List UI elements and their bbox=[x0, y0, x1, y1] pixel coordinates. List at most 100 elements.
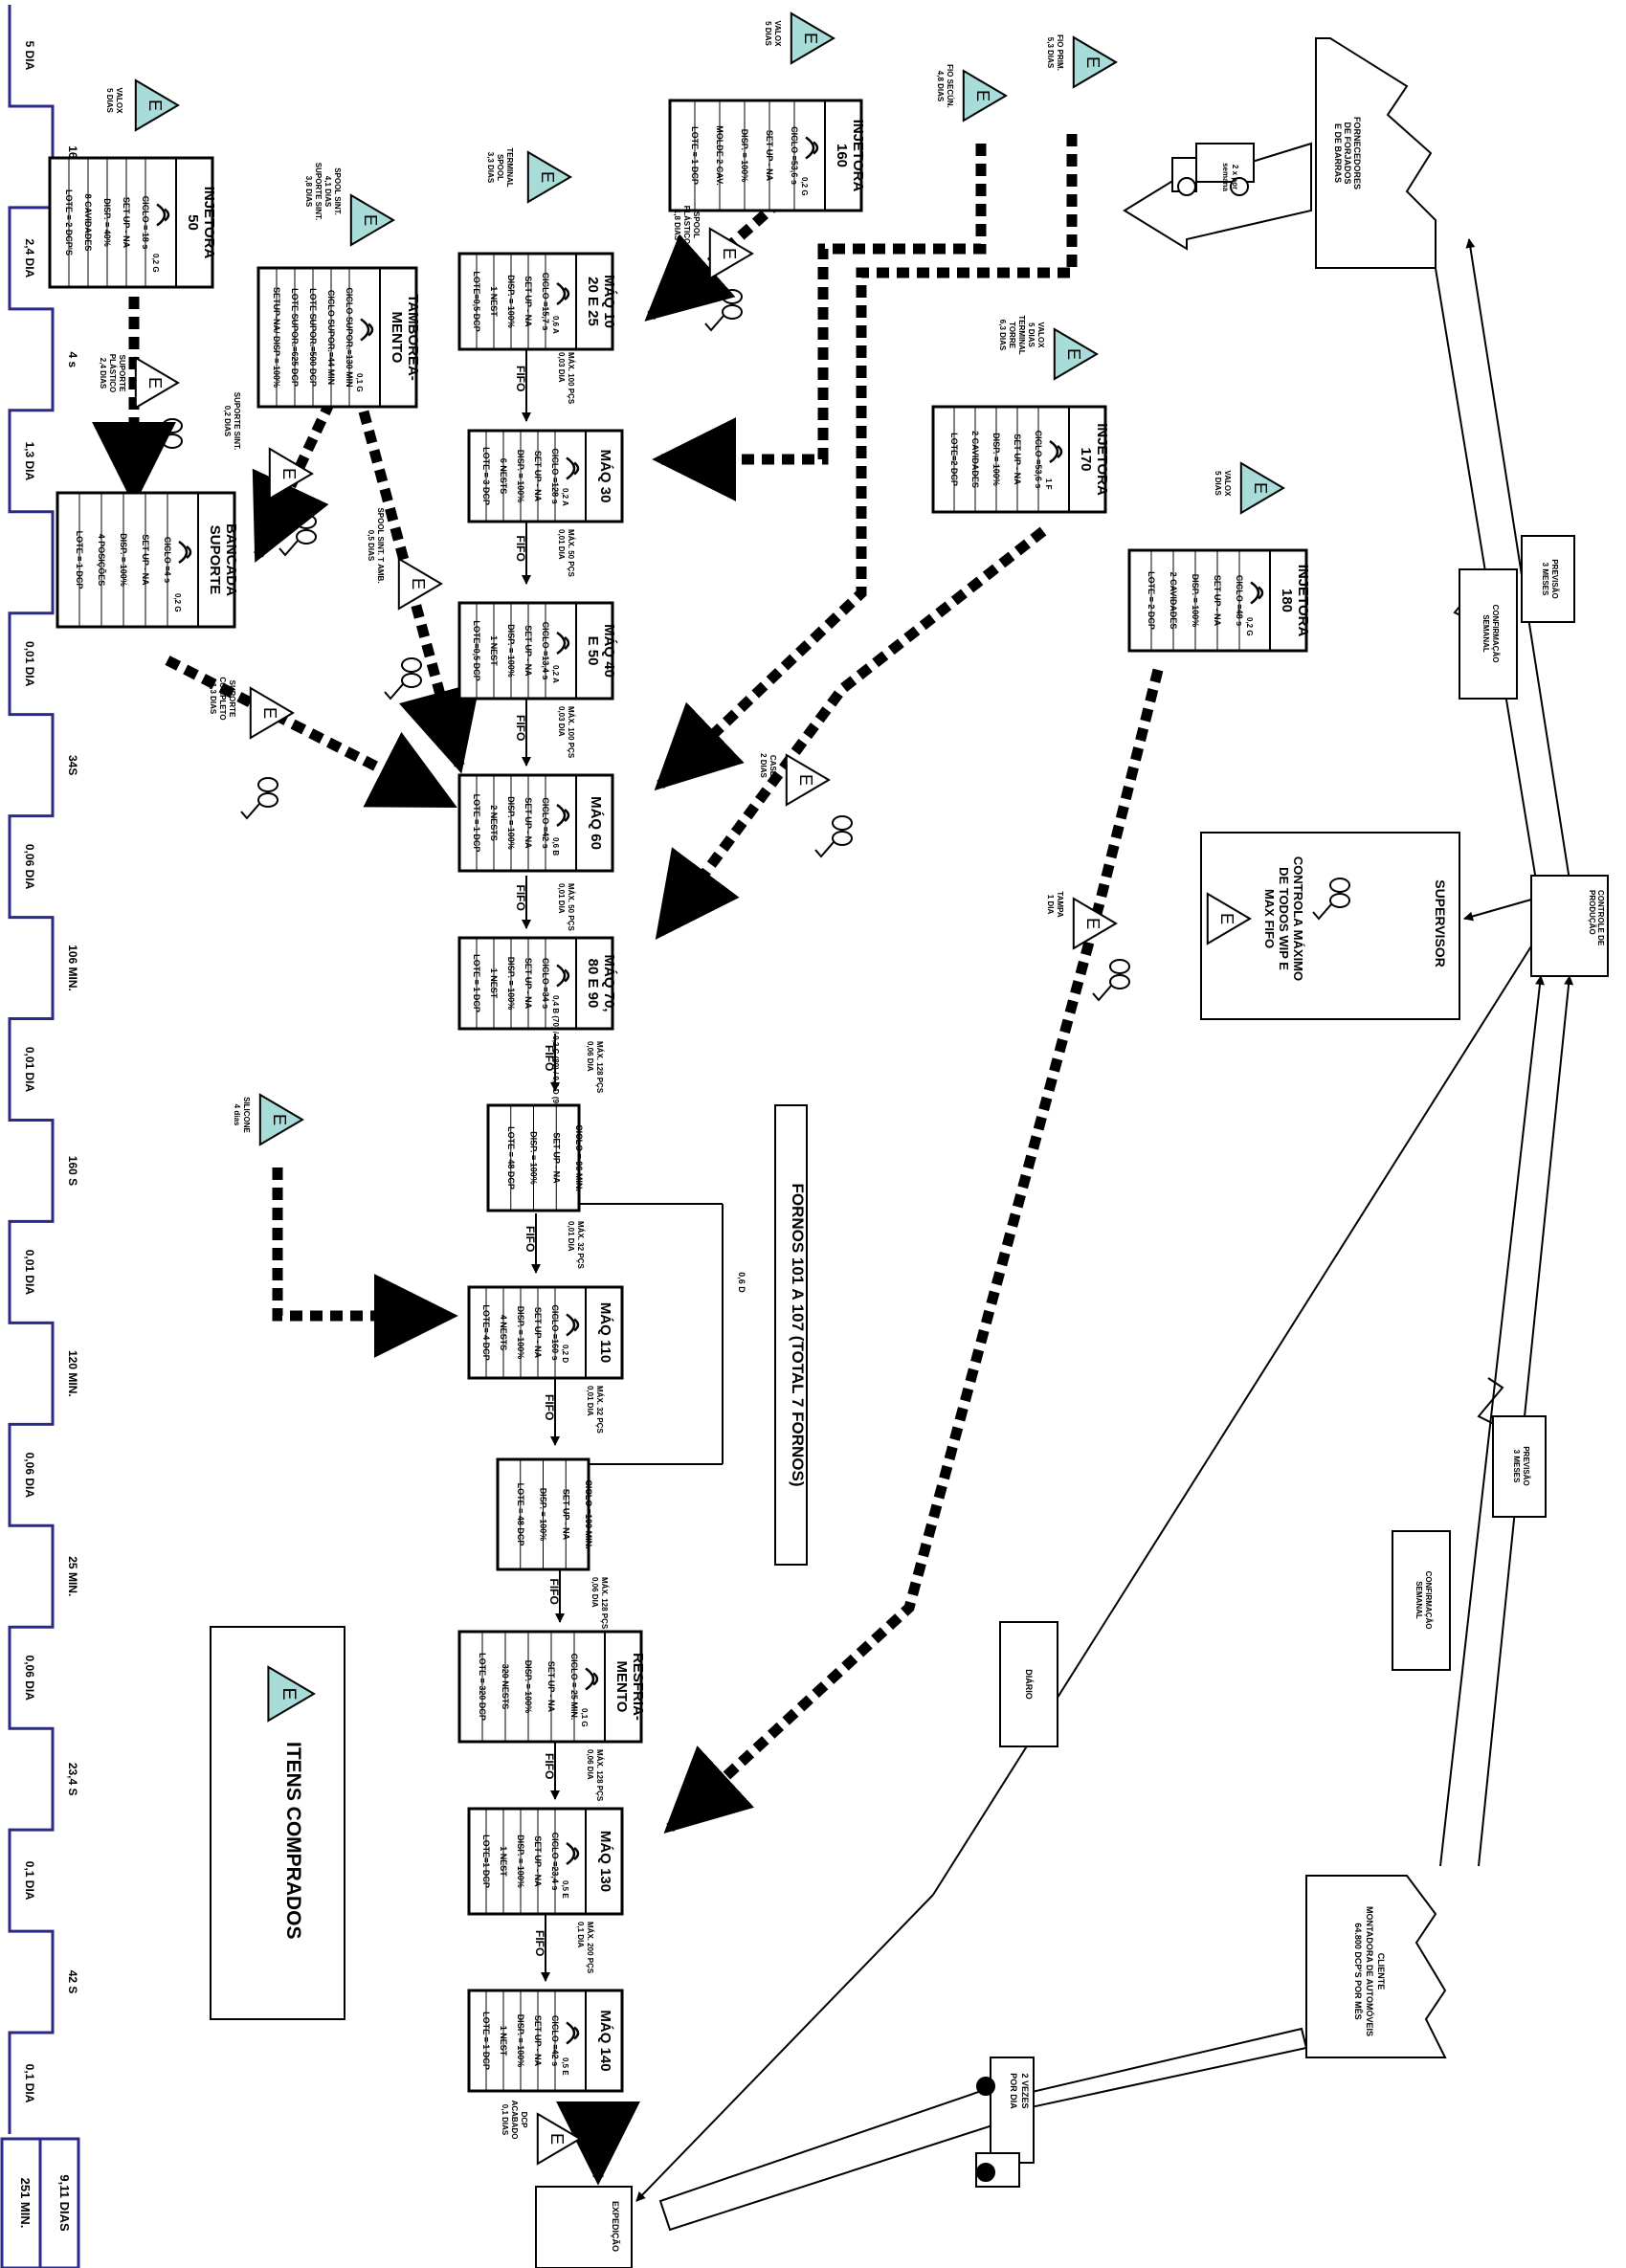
inventory-label: SUPORTE SINT. bbox=[233, 392, 241, 450]
inventory-label: 4,1 DIAS bbox=[323, 176, 332, 208]
process-operator-count: 0,2 D bbox=[561, 1345, 569, 1363]
inventory-label: COMPLETO bbox=[218, 677, 227, 720]
timeline-segment-label: 1,3 DIA bbox=[23, 441, 36, 480]
inventory-letter: E bbox=[1251, 482, 1270, 494]
inventory-label: VALOX bbox=[1223, 471, 1232, 498]
inventory-letter: E bbox=[1083, 56, 1103, 68]
cust-confirm-2: SEMANAL bbox=[1414, 1581, 1423, 1619]
inventory-label: 0,5 DIAS bbox=[367, 530, 375, 562]
inventory-label: 1,3 DIAS bbox=[209, 683, 217, 715]
timeline-segment-label: 0,01 DIA bbox=[23, 1047, 36, 1093]
process-title: 80 E 90 bbox=[585, 959, 601, 1009]
process-title: MENTO bbox=[613, 1661, 630, 1713]
process-f2: CICLO =100 MIN.SET UP - NADISP. = 100%LO… bbox=[498, 1459, 593, 1569]
glasses-temple bbox=[241, 804, 259, 818]
inventory-label: SPOOL bbox=[692, 211, 701, 238]
inventory-letter: E bbox=[260, 707, 279, 719]
process-title: MÁQ 140 bbox=[597, 2010, 613, 2071]
process-operator-count: 0,1 G bbox=[355, 373, 364, 392]
fifo-max-qty: MÁX. 128 PÇS bbox=[595, 1749, 604, 1802]
customer-title-2: MONTADORA DE AUTOMÓVEIS bbox=[1365, 1906, 1375, 2036]
go-see-glasses-icon bbox=[385, 658, 421, 699]
fifo-max-qty: MÁX. 128 PÇS bbox=[595, 1041, 604, 1094]
sup-confirm-1: CONFIRMAÇÃO bbox=[1491, 605, 1500, 663]
process-title: INJETORA bbox=[1094, 423, 1110, 496]
glasses-temple bbox=[385, 684, 403, 699]
inventory-label: 5 DIAS bbox=[105, 88, 114, 113]
timeline-segment-label: 25 MIN. bbox=[66, 1556, 79, 1596]
ovens-operator: 0,6 D bbox=[737, 1272, 746, 1293]
glasses-lens bbox=[833, 816, 852, 830]
glasses-temple bbox=[279, 541, 298, 555]
timeline-segment-label: 160 S bbox=[66, 1156, 79, 1186]
customer-factory bbox=[1306, 1876, 1445, 2057]
timeline-segment-label: 120 MIN. bbox=[66, 1350, 79, 1397]
process-operator-count: 0,6 B bbox=[551, 837, 560, 856]
inventory-silicone: ESILICONE4 dias bbox=[233, 1095, 302, 1145]
inventory-label: DCP bbox=[520, 2112, 528, 2129]
inventory-label: 3,8 DIAS bbox=[304, 176, 313, 208]
customer-delivery-2: POR DIA bbox=[1009, 2073, 1018, 2109]
fifo-max-days: 0,01 DIA bbox=[557, 883, 566, 914]
glasses-temple bbox=[815, 842, 834, 856]
inventory-label: CASE bbox=[768, 755, 777, 777]
customer-title-1: CLIENTE bbox=[1376, 1953, 1386, 1990]
supplier-title-1: FORNECEDORES bbox=[1352, 117, 1362, 189]
fifo-label: FIFO bbox=[533, 1930, 546, 1956]
fifo-max-days: 0,06 DIA bbox=[586, 1749, 594, 1780]
sup-forecast-2: 3 MESES bbox=[1541, 563, 1549, 596]
inventory-spool_plast: ESPOOLPLÁSTICO1,8 DIAS bbox=[673, 206, 752, 278]
glasses-lens bbox=[163, 434, 182, 448]
inventory-letter: E bbox=[796, 774, 815, 786]
inventory-label: VALOX bbox=[115, 88, 123, 115]
process-title: BANCADA bbox=[223, 523, 239, 596]
total-process-time: 251 MIN. bbox=[18, 2178, 33, 2229]
process-title: 50 bbox=[185, 214, 201, 231]
inventory-letter: E bbox=[1217, 913, 1236, 924]
supervisor-note-2: DE TODOS WIP E bbox=[1277, 867, 1291, 970]
daily-label: DIÁRIO bbox=[1024, 1669, 1034, 1700]
timeline-segment-label: 0,01 DIA bbox=[23, 641, 36, 687]
timeline-segment-label: 23,4 S bbox=[66, 1763, 79, 1796]
inventory-dcp_acabado: EDCPACABADO0,1 DIAS bbox=[501, 2101, 580, 2164]
inventory-label: SUPORTE bbox=[228, 680, 236, 718]
inventory-letter: E bbox=[1064, 348, 1083, 360]
fifo-max-days: 0,03 DIA bbox=[557, 706, 566, 737]
process-inj170: INJETORA1701 FCICLO =53,6 sSET UP - NADI… bbox=[933, 407, 1110, 512]
inventory-sup_completo: E SUPORTECOMPLETO1,3 DIAS bbox=[209, 677, 293, 738]
supervisor-note-1: CONTROLA MÁXIMO bbox=[1291, 856, 1305, 981]
inventory-label: TAMPA bbox=[1056, 891, 1064, 917]
timeline-segment-label: 34S bbox=[66, 755, 79, 775]
cust-forecast-1: PREVISÃO bbox=[1522, 1446, 1530, 1485]
inventory-letter: E bbox=[720, 248, 739, 259]
process-m130: MÁQ 1300,5 ECICLO =23,4 sSET UP - NADISP… bbox=[469, 1809, 622, 1914]
process-title: 170 bbox=[1078, 447, 1094, 471]
timeline-segment-label: 106 MIN. bbox=[66, 945, 79, 991]
fifo-max-qty: MÁX. 100 PÇS bbox=[567, 352, 575, 405]
glasses-lens bbox=[297, 515, 316, 528]
fifo-max-days: 0,01 DIA bbox=[586, 1386, 594, 1416]
timeline-segment-label: 0,1 DIA bbox=[23, 1861, 36, 1901]
inventory-letter: E bbox=[270, 1114, 289, 1125]
push-arrow bbox=[278, 1167, 450, 1316]
process-title: 180 bbox=[1279, 589, 1295, 612]
timeline-segment-label: 0,06 DIA bbox=[23, 1656, 36, 1701]
glasses-temple bbox=[145, 445, 164, 459]
ovens-title: FORNOS 101 A 107 (TOTAL 7 FORNOS) bbox=[789, 1183, 807, 1486]
expedition-label: EXPEDIÇÃO bbox=[611, 2201, 620, 2252]
process-inj50: INJETORA500,2 GCICLO = 18 sSET UP - NADI… bbox=[50, 158, 217, 287]
timeline-segment-label: 2,4 DIA bbox=[23, 239, 36, 278]
process-operator-count: 0,5 E bbox=[561, 2057, 569, 2076]
inventory-label: PLÁSTICO bbox=[682, 206, 691, 244]
push-arrow bbox=[167, 660, 450, 804]
process-operator-count: 0,2 G bbox=[151, 254, 160, 273]
inventory-label: 4,8 DIAS bbox=[936, 71, 945, 102]
go-see-glasses-icon bbox=[145, 419, 182, 459]
process-banc: BANCADASUPORTE0,2 GCICLO =4 sSET UP - NA… bbox=[57, 493, 239, 627]
inventory-label: SPOOL SINT. bbox=[333, 167, 342, 215]
